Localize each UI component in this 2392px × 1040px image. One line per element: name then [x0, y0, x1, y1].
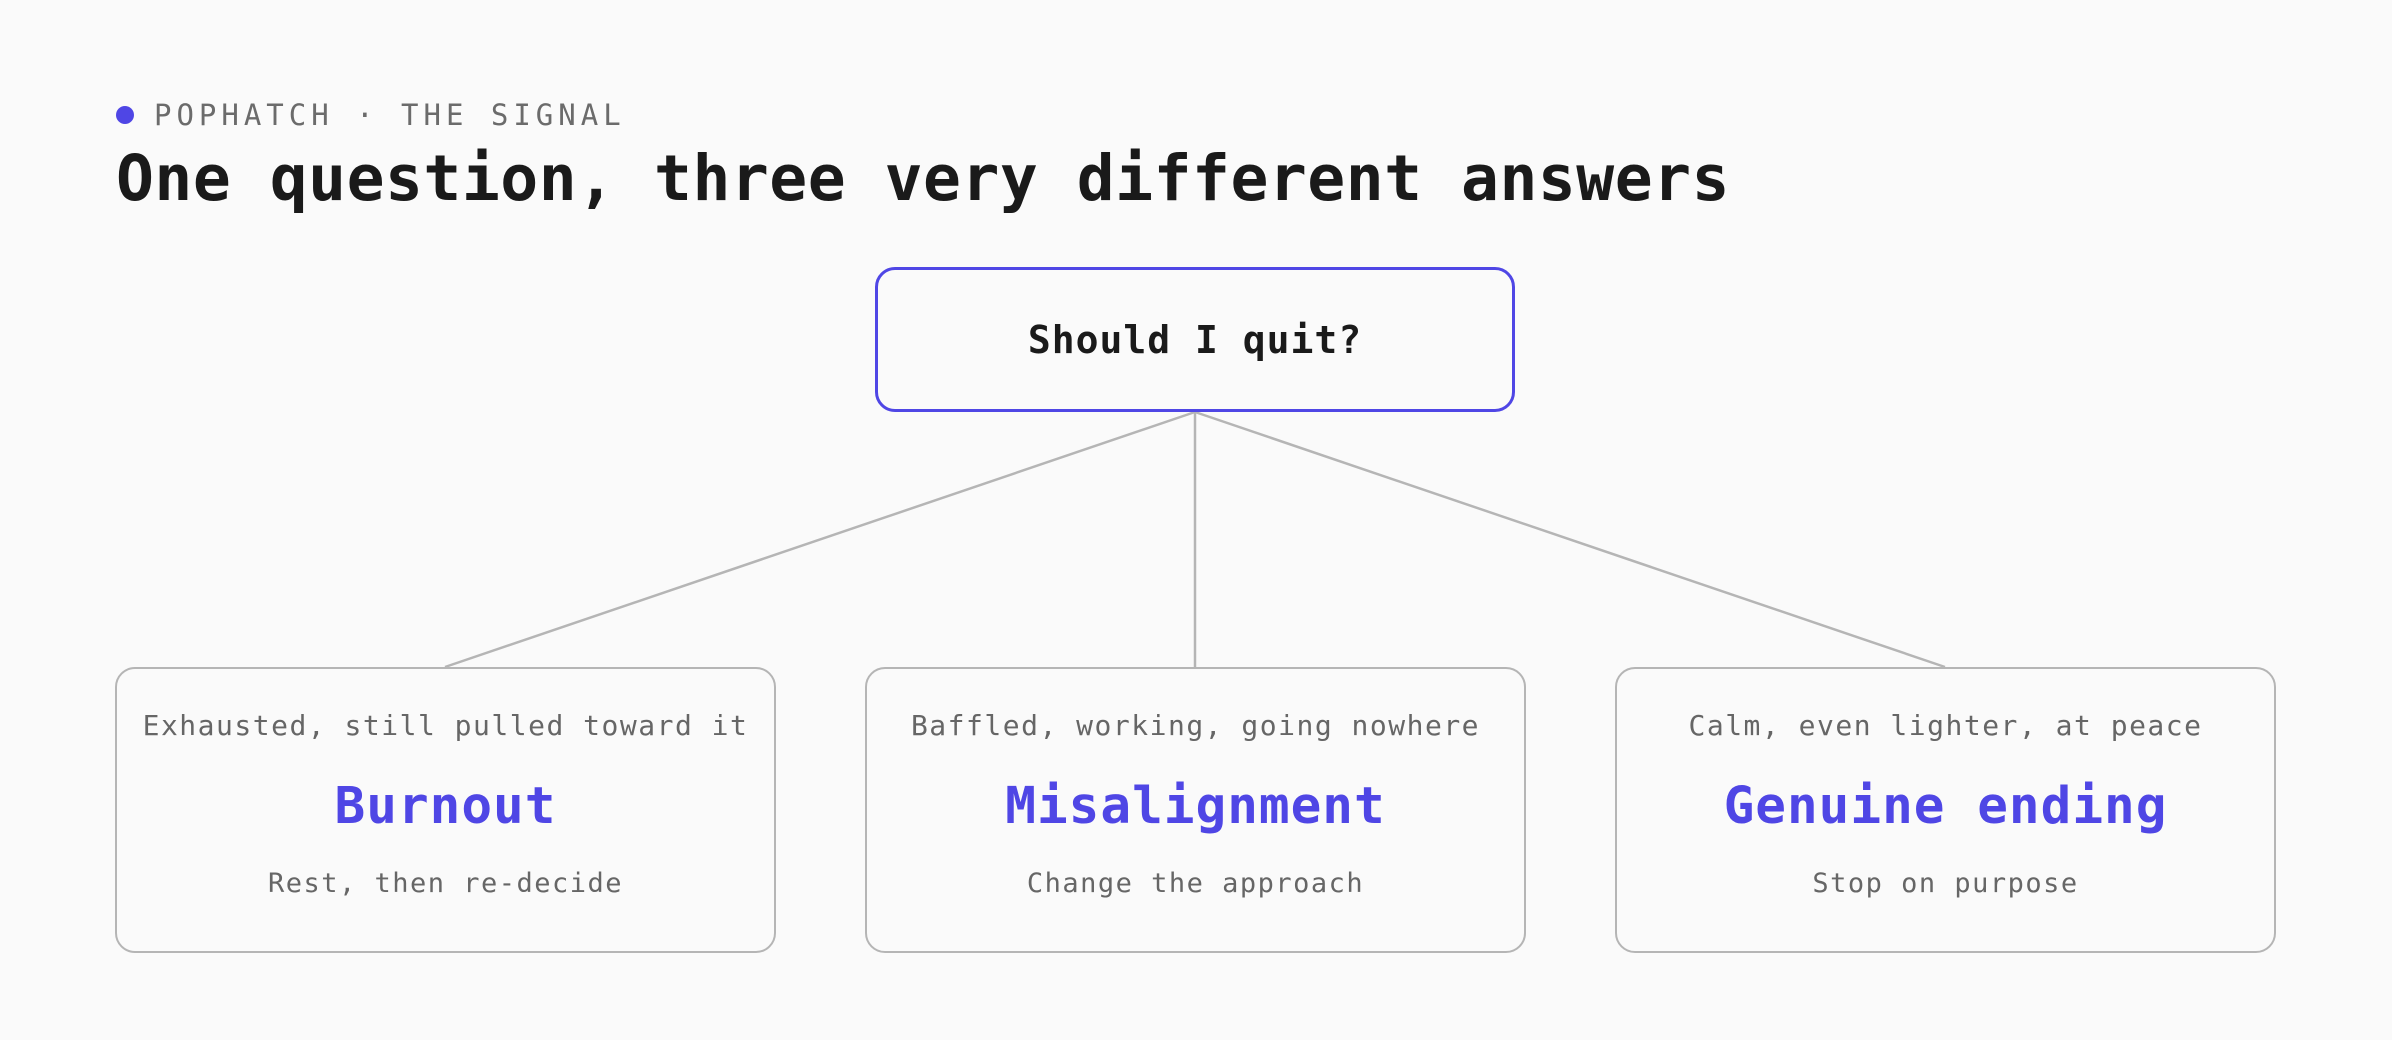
- accent-dot-icon: [116, 106, 134, 124]
- connector-genuine-ending: [1194, 410, 1946, 669]
- branch-condition: Baffled, working, going nowhere: [910, 709, 1481, 742]
- branch-node-burnout: Exhausted, still pulled toward it Burnou…: [115, 667, 776, 953]
- eyebrow: POPHATCH · THE SIGNAL: [116, 98, 626, 132]
- branch-action: Stop on purpose: [1812, 868, 2079, 899]
- branch-name: Genuine ending: [1723, 777, 2168, 836]
- branch-node-genuine-ending: Calm, even lighter, at peace Genuine end…: [1615, 667, 2276, 953]
- connector-burnout: [444, 410, 1196, 669]
- branch-name: Burnout: [334, 777, 557, 836]
- root-question-node: Should I quit?: [875, 267, 1515, 412]
- eyebrow-text: POPHATCH · THE SIGNAL: [154, 98, 626, 132]
- branch-action: Rest, then re-decide: [267, 868, 624, 899]
- root-question-label: Should I quit?: [1027, 317, 1363, 362]
- branch-action: Change the approach: [1026, 868, 1365, 899]
- branch-node-misalignment: Baffled, working, going nowhere Misalign…: [865, 667, 1526, 953]
- page-title: One question, three very different answe…: [116, 142, 1731, 215]
- branch-condition: Exhausted, still pulled toward it: [142, 709, 749, 742]
- branch-condition: Calm, even lighter, at peace: [1688, 709, 2203, 742]
- branch-name: Misalignment: [1005, 777, 1386, 836]
